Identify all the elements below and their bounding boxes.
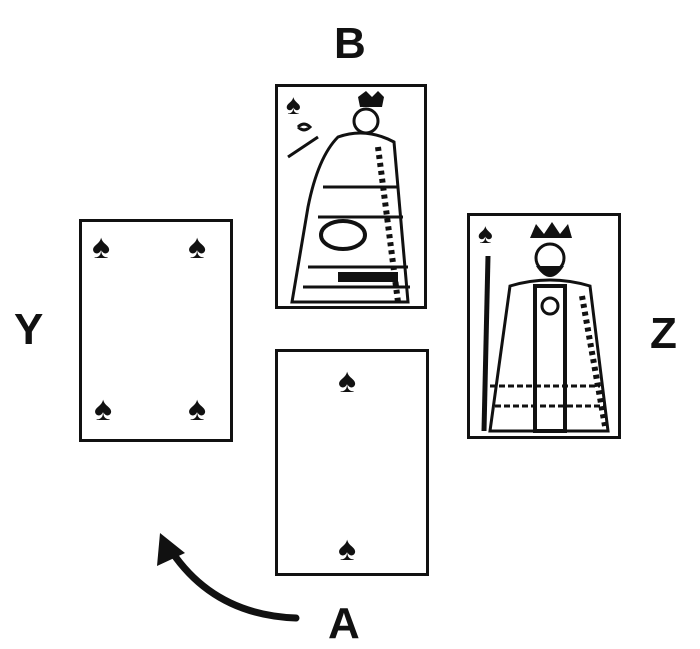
label-b: B [334,19,366,68]
spade-icon: ♠ [92,228,111,266]
label-z: Z [650,309,677,358]
card-a-two-of-spades: ♠ ♠ [275,349,429,576]
king-figure-icon [481,222,610,433]
card-z-king-of-spades: ♠ [467,213,621,439]
label-y: Y [14,305,44,354]
spade-icon: ♠ [478,218,493,249]
spade-icon: ♠ [188,390,207,428]
spade-icon: ♠ [338,530,357,568]
spade-icon: ♠ [338,362,357,400]
card-b-queen-of-spades: ♠ [275,84,427,309]
spade-icon: ♠ [94,390,113,428]
spade-icon: ♠ [188,228,207,266]
label-a: A [328,599,360,648]
card-y-four-of-spades: ♠ ♠ ♠ ♠ [79,219,233,442]
queen-figure-icon [287,91,410,304]
spade-icon: ♠ [286,89,301,120]
